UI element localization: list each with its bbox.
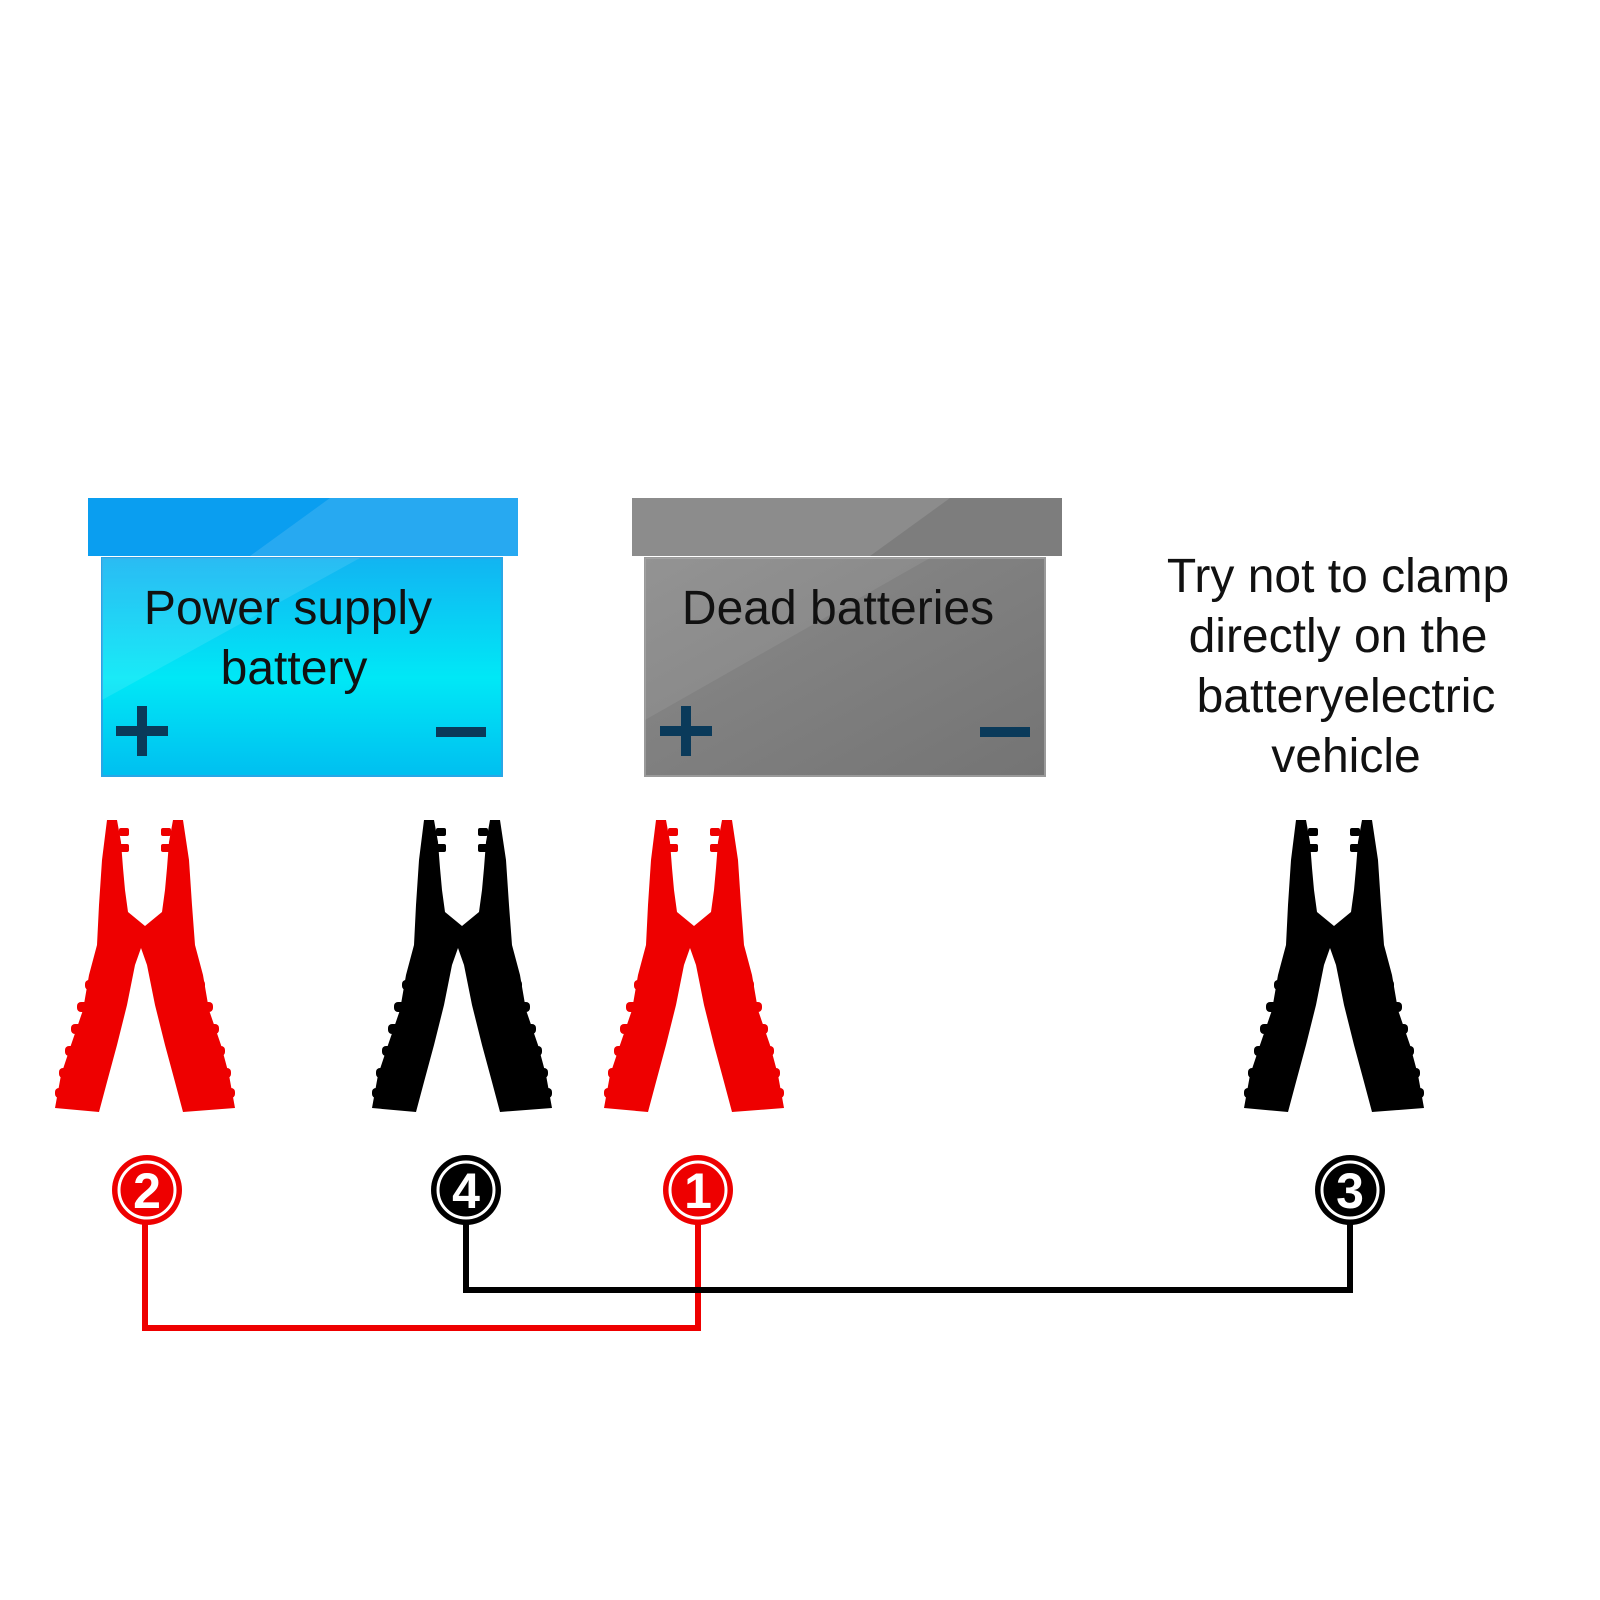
step-badge-1: 1 xyxy=(663,1155,733,1225)
red-clamp-supply-positive-icon xyxy=(55,820,235,1112)
supply-battery-label-line1: Power supply xyxy=(144,582,432,635)
note-line-2: directly on the xyxy=(1189,610,1488,663)
step-badge-4: 4 xyxy=(431,1155,501,1225)
red-cable xyxy=(142,1188,701,1331)
supply-battery-label-line2: battery xyxy=(221,642,368,695)
step-number-3: 3 xyxy=(1336,1163,1364,1219)
red-clamp-dead-positive-icon xyxy=(604,820,784,1112)
dead-battery-body xyxy=(644,557,1046,777)
step-badge-3: 3 xyxy=(1315,1155,1385,1225)
clamp-warning-note: Try not to clamp directly on the battery… xyxy=(1167,550,1509,783)
supply-minus-terminal-icon xyxy=(436,727,486,737)
black-clamp-supply-negative-icon xyxy=(372,820,552,1112)
dead-battery: Dead batteries xyxy=(632,498,1062,777)
dead-plus-terminal-icon xyxy=(660,706,712,756)
power-supply-battery: Power supply battery xyxy=(88,498,518,777)
note-line-4: vehicle xyxy=(1271,730,1420,783)
note-line-1: Try not to clamp xyxy=(1167,550,1509,603)
step-number-1: 1 xyxy=(684,1163,712,1219)
black-cable xyxy=(463,1188,1353,1293)
dead-battery-label: Dead batteries xyxy=(682,582,994,635)
supply-plus-terminal-icon xyxy=(116,706,168,756)
step-number-2: 2 xyxy=(133,1163,161,1219)
supply-battery-body xyxy=(101,557,503,777)
step-number-4: 4 xyxy=(452,1163,480,1219)
black-clamp-vehicle-ground-icon xyxy=(1244,820,1424,1112)
dead-battery-lid xyxy=(632,498,1062,556)
supply-battery-lid xyxy=(88,498,518,556)
step-badge-2: 2 xyxy=(112,1155,182,1225)
dead-minus-terminal-icon xyxy=(980,727,1030,737)
note-line-3: batteryelectric xyxy=(1197,670,1496,723)
